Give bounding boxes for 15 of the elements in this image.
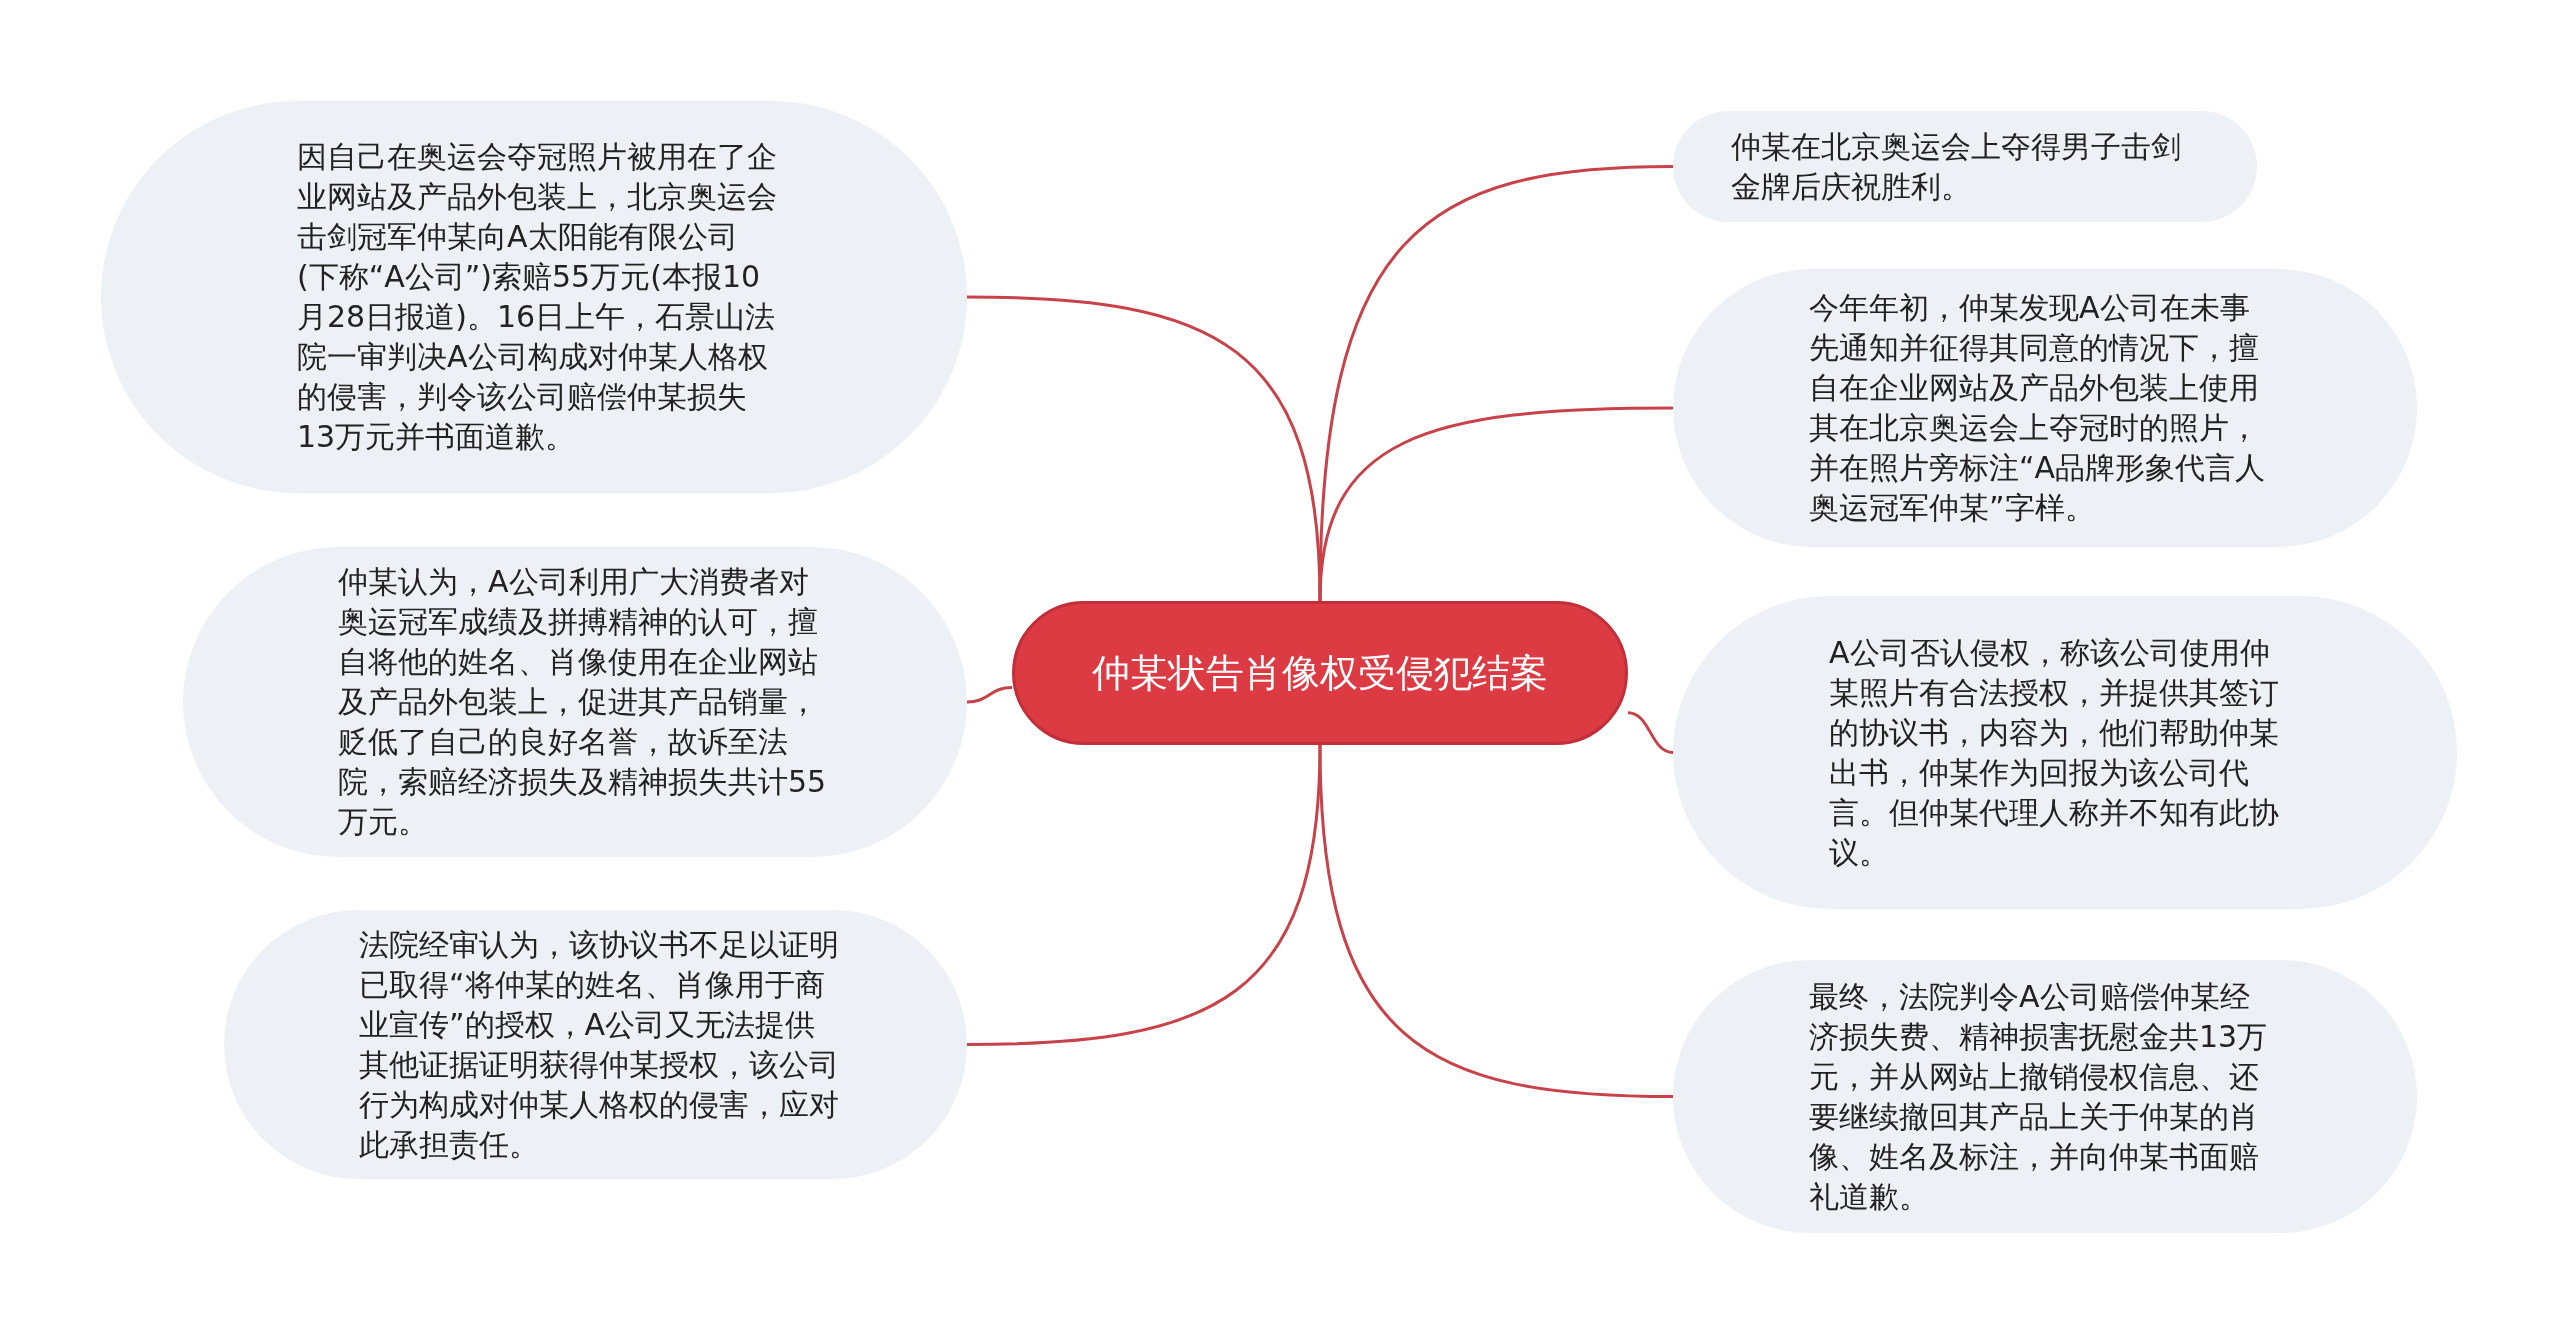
- connector-line: [966, 744, 1322, 1046]
- text-bubble: 今年年初，仲某发现A公司在未事先通知并征得其同意的情况下，擅自在企业网站及产品外包装上使用其在北京奥运会上夺冠时的照片，并在照片旁标注“A品牌形象代言人奥运冠军仲某”字样。: [1673, 269, 2417, 547]
- text-bubble: 仲某在北京奥运会上夺得男子击剑金牌后庆祝胜利。: [1673, 111, 2257, 222]
- connector-line: [966, 686, 1013, 704]
- topic-pill: 仲某状告肖像权受侵犯结案: [1012, 601, 1628, 745]
- connector-line: [966, 295, 1322, 602]
- text-bubble: 最终，法院判令A公司赔偿仲某经济损失费、精神损害抚慰金共13万元，并从网站上撤销侵权信息、还要继续撤回其产品上关于仲某的肖像、姓名及标注，并向仲某书面赔礼道歉。: [1673, 960, 2417, 1233]
- text-bubble: 因自己在奥运会夺冠照片被用在了企业网站及产品外包装上，北京奥运会击剑冠军仲某向A太阳能有限公司(下称“A公司”)索赔55万元(本报10月28日报道)。16日上午，石景山法院一审判决A公司构成对仲某人格权的侵害，判令该公司赔偿仲某损失13万元并书面道歉。: [101, 101, 967, 493]
- connector-line: [1318, 165, 1674, 602]
- text-bubble: A公司否认侵权，称该公司使用仲某照片有合法授权，并提供其签订的协议书，内容为，他们帮助仲某出书，仲某作为回报为该公司代言。但仲某代理人称并不知有此协议。: [1673, 596, 2457, 909]
- text-bubble: 仲某认为，A公司利用广大消费者对奥运冠军成绩及拼搏精神的认可，擅自将他的姓名、肖像使用在企业网站及产品外包装上，促进其产品销量，贬低了自己的良好名誉，故诉至法院，索赔经济损失及精神损失共计55万元。: [183, 547, 967, 857]
- text-bubble: 法院经审认为，该协议书不足以证明已取得“将仲某的姓名、肖像用于商业宣传”的授权，A公司又无法提供其他证据证明获得仲某授权，该公司行为构成对仲某人格权的侵害，应对此承担责任。: [224, 910, 967, 1179]
- connector-line: [1627, 711, 1674, 754]
- connector-line: [1318, 406, 1673, 602]
- connector-line: [1318, 744, 1674, 1098]
